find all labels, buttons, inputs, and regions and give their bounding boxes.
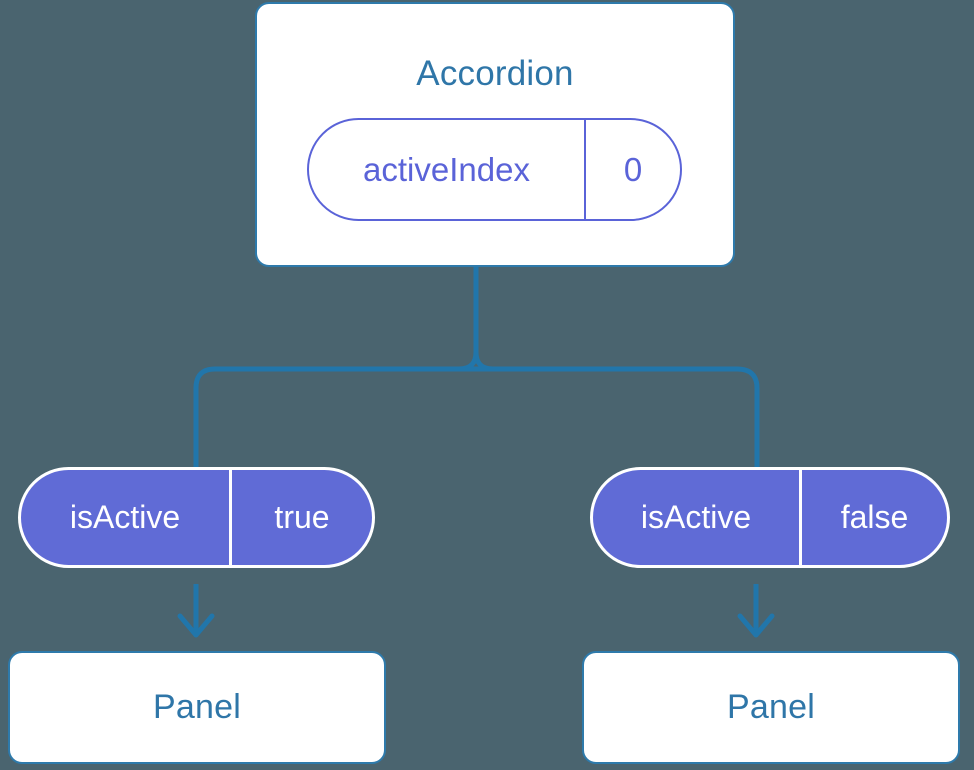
panel-component-card-left[interactable]: Panel	[8, 651, 386, 764]
prop-pill-key: isActive	[21, 470, 232, 565]
branch-bar	[193, 366, 760, 467]
trunk-line-right-half	[473, 267, 494, 372]
prop-pill-is-active-true[interactable]: isActive true	[18, 467, 375, 568]
accordion-title: Accordion	[416, 54, 574, 93]
trunk-line-left-half	[458, 267, 479, 372]
panel-title: Panel	[727, 688, 815, 726]
prop-pill-value: true	[274, 499, 330, 535]
panel-component-card-right[interactable]: Panel	[582, 651, 960, 764]
arrow-head-left-icon	[177, 613, 215, 638]
prop-pill-value: false	[840, 499, 909, 535]
state-pill-value: 0	[623, 150, 643, 188]
state-pill-active-index[interactable]: activeIndex 0	[307, 118, 682, 221]
prop-pill-is-active-false[interactable]: isActive false	[590, 467, 950, 568]
arrow-head-right-icon	[737, 613, 775, 638]
state-pill-key: activeIndex	[309, 120, 586, 219]
prop-pill-key: isActive	[593, 470, 802, 565]
panel-title: Panel	[153, 688, 241, 726]
